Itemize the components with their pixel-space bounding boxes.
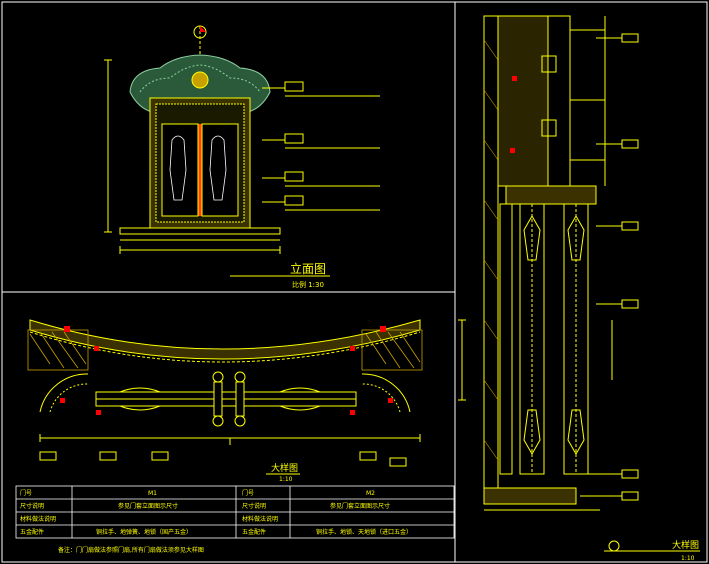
section-detail-title: 大样图 (672, 539, 699, 551)
section-detail-scale: 1:10 (681, 555, 695, 562)
door-schedule-text: 门号 M1 门号 M2 尺寸说明 参见门套立面图示尺寸 尺寸说明 参见门套立面图… (20, 489, 412, 554)
schedule-r3-c2: 五金配件 (242, 528, 266, 536)
schedule-r2-c0: 材料做法说明 (20, 515, 56, 523)
schedule-r1-c2: 尺寸说明 (242, 502, 266, 510)
elevation-view: 立面图 比例 1:30 (104, 25, 380, 289)
schedule-r3-c3: 铜拉手、地锁、天地锁（进口五金） (316, 528, 412, 536)
schedule-r0-c1: M1 (148, 490, 157, 497)
plan-detail-view: 大样图 1:10 (27, 319, 423, 483)
door-schedule-grid (15, 485, 455, 539)
schedule-r1-c0: 尺寸说明 (20, 502, 44, 510)
schedule-r3-c1: 铜拉手、地弹簧、地锁（国产五金） (96, 528, 192, 536)
schedule-r0-c0: 门号 (20, 489, 32, 497)
schedule-r3-c0: 五金配件 (20, 528, 44, 536)
schedule-r1-c1: 参见门套立面图示尺寸 (118, 502, 178, 510)
section-detail-view: 大样图 1:10 (458, 15, 700, 562)
schedule-r2-c2: 材料做法说明 (242, 515, 278, 523)
schedule-r1-c3: 参见门套立面图示尺寸 (330, 502, 390, 510)
schedule-note: 备注：门门扇做法参照门扇,所有门扇做法须参见大样图 (58, 546, 204, 554)
schedule-r0-c3: M2 (366, 490, 375, 497)
elevation-title: 立面图 (290, 261, 326, 276)
plan-detail-title: 大样图 (271, 462, 298, 474)
elevation-scale: 比例 1:30 (292, 280, 324, 289)
plan-detail-scale: 1:10 (279, 476, 293, 483)
schedule-r0-c2: 门号 (242, 489, 254, 497)
